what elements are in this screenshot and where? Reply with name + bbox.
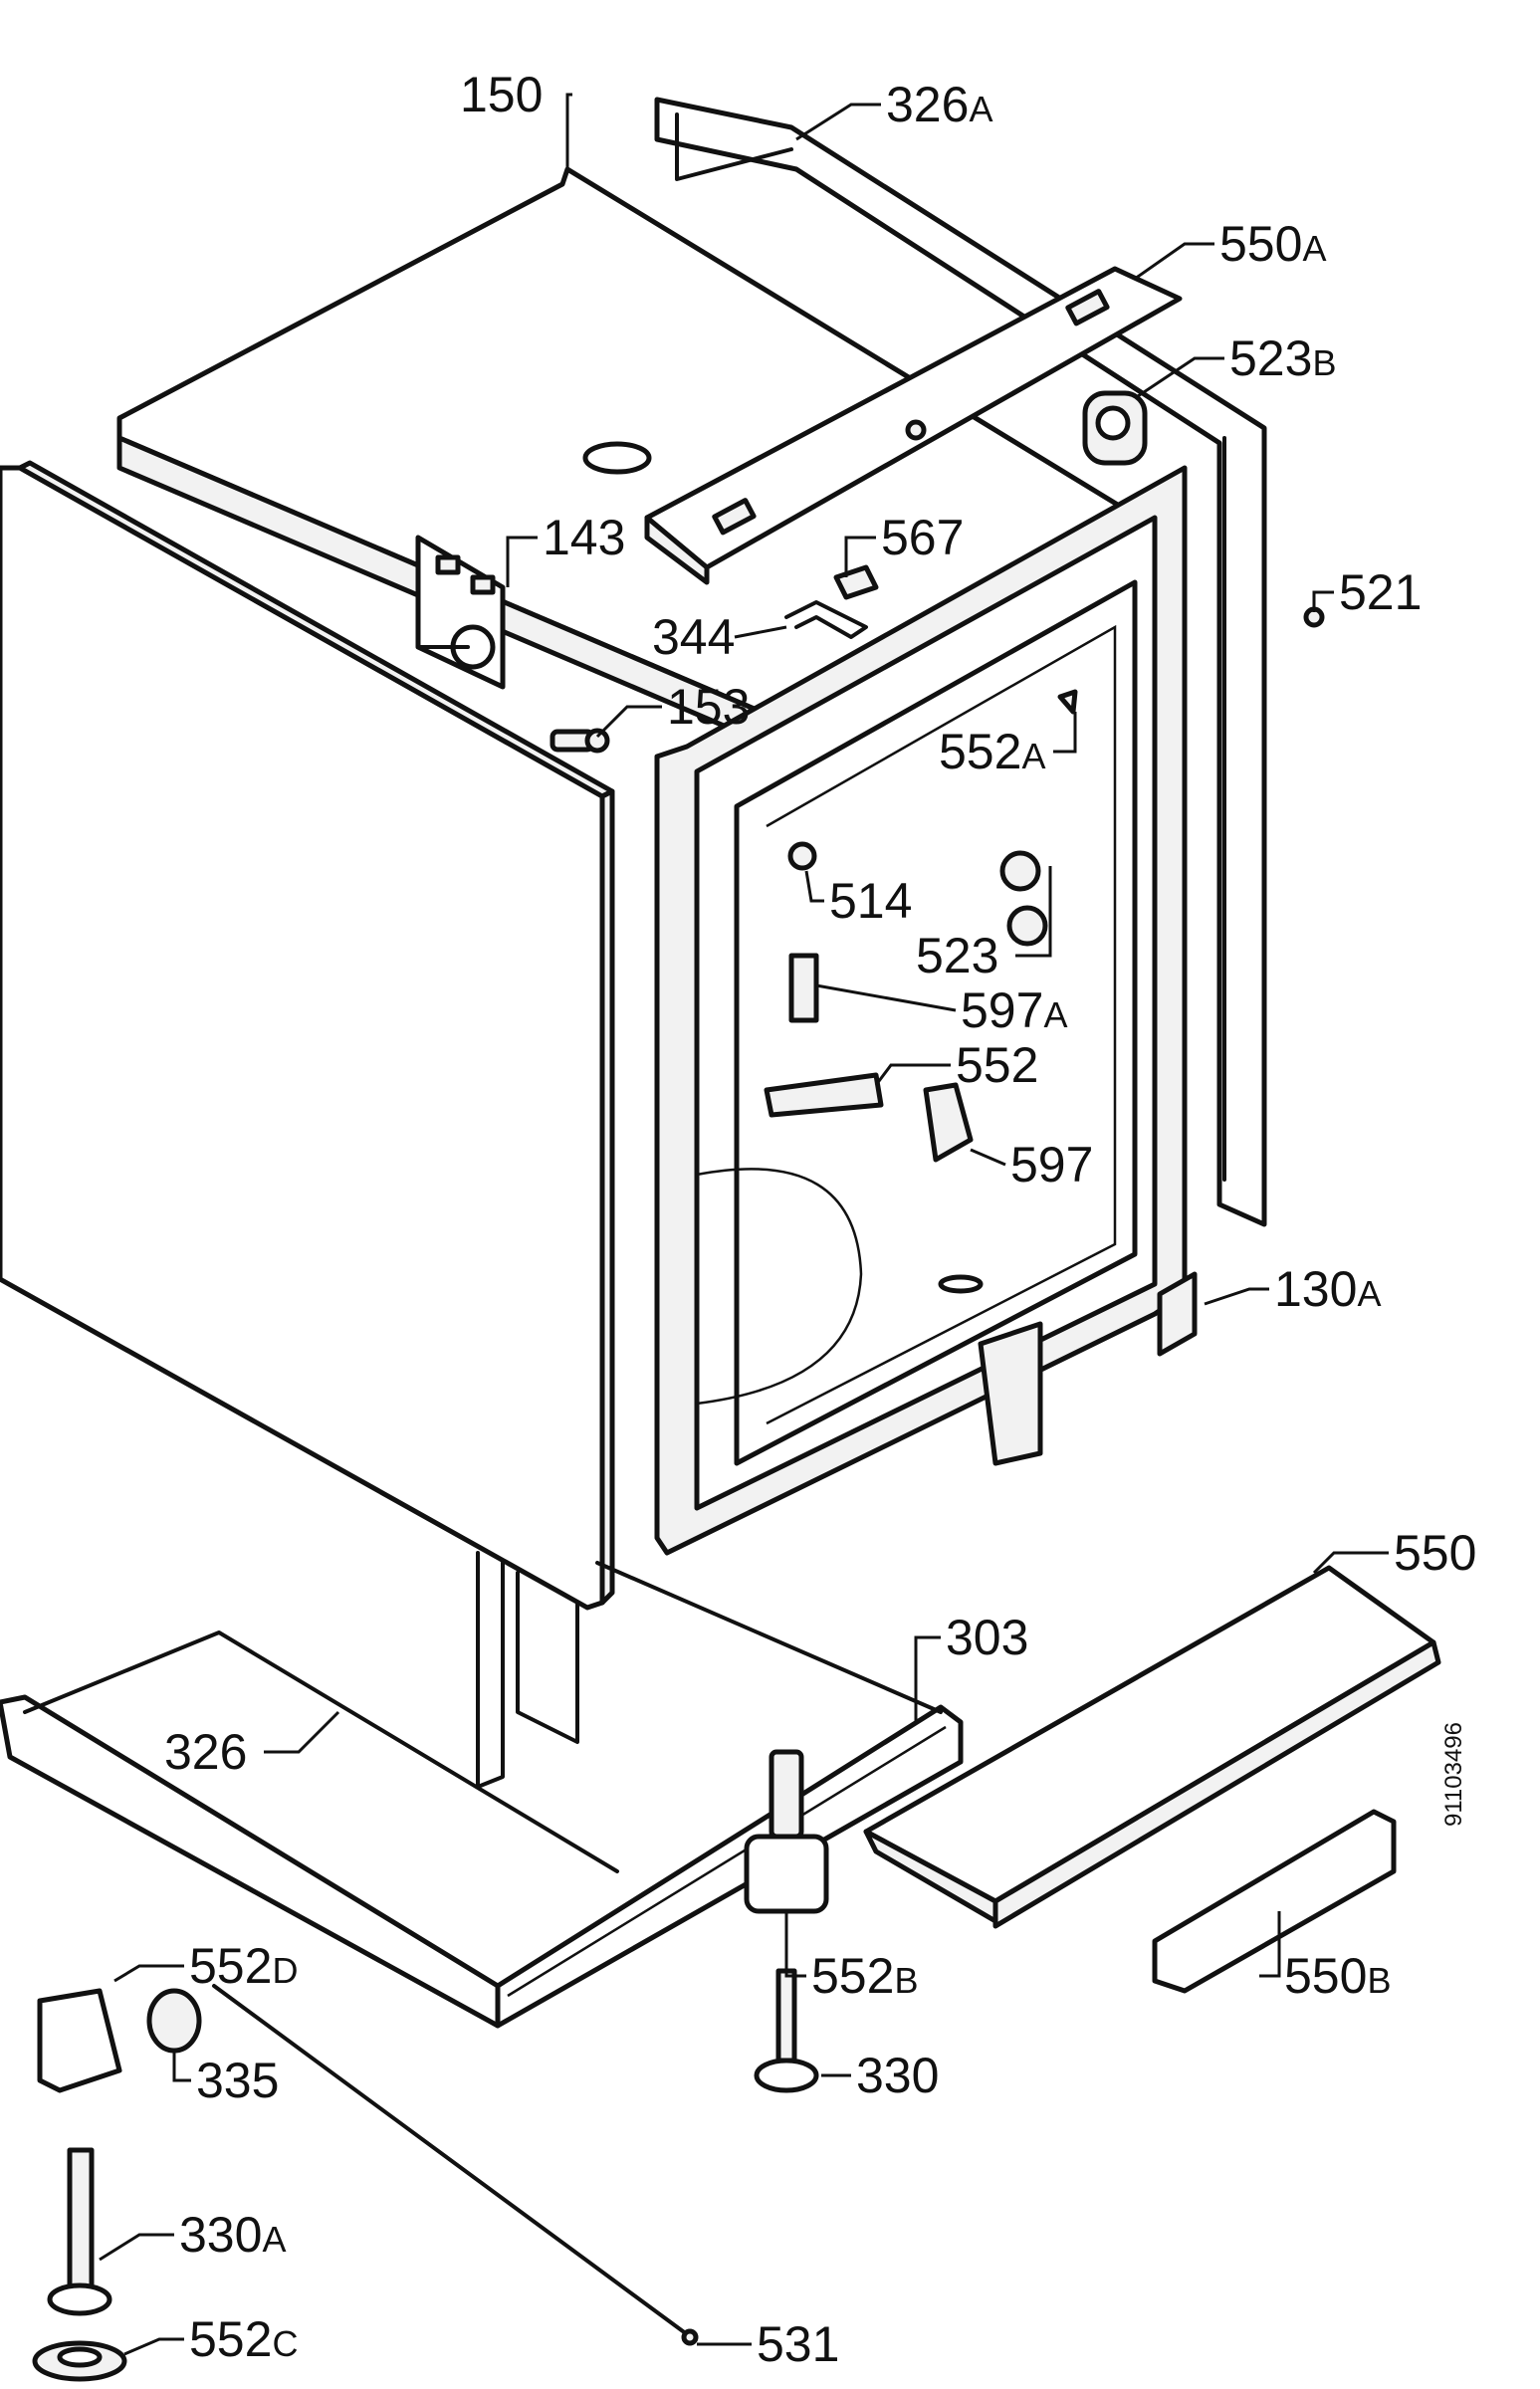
callout-523b: 523B bbox=[1229, 330, 1336, 386]
catch-597a bbox=[788, 953, 819, 1023]
roller-523b bbox=[1082, 390, 1148, 466]
callout-150: 150 bbox=[460, 67, 543, 122]
rail-552 bbox=[764, 1072, 884, 1118]
callout-330a: 330A bbox=[179, 2207, 286, 2263]
callout-567: 567 bbox=[881, 510, 964, 565]
callout-326a: 326A bbox=[886, 77, 992, 132]
callout-552d: 552D bbox=[189, 1938, 298, 1994]
callout-514: 514 bbox=[829, 873, 912, 929]
screw-330 bbox=[754, 1968, 819, 2093]
callout-552c: 552C bbox=[189, 2311, 298, 2367]
leader-lines bbox=[99, 93, 1389, 2356]
mounting-rail-550a bbox=[644, 266, 1183, 585]
adjusting-rod-531 bbox=[212, 1984, 699, 2346]
bolt-153 bbox=[550, 728, 610, 754]
callout-344: 344 bbox=[652, 609, 735, 665]
callout-153: 153 bbox=[667, 679, 750, 735]
side-panel-326 bbox=[0, 460, 615, 1789]
rollers-523 bbox=[999, 850, 1048, 947]
base-frame-303 bbox=[0, 1561, 964, 2029]
callout-335: 335 bbox=[196, 2053, 279, 2108]
callout-303: 303 bbox=[946, 1610, 1028, 1665]
foot-552d bbox=[37, 1988, 122, 2093]
callout-326: 326 bbox=[164, 1724, 247, 1780]
callout-597: 597 bbox=[1010, 1137, 1093, 1193]
callout-521: 521 bbox=[1339, 564, 1422, 620]
bumper-514 bbox=[787, 841, 817, 871]
callout-130a: 130A bbox=[1274, 1261, 1381, 1317]
callout-143: 143 bbox=[543, 510, 625, 565]
callout-552b: 552B bbox=[811, 1948, 918, 2004]
callout-531: 531 bbox=[757, 2316, 839, 2372]
spring-clip-344 bbox=[784, 600, 868, 639]
callout-550: 550 bbox=[1394, 1525, 1476, 1581]
callout-330: 330 bbox=[856, 2048, 939, 2103]
washer-552c bbox=[32, 2340, 127, 2382]
kick-plate-550 bbox=[863, 1565, 1441, 1929]
screw-552a bbox=[1057, 689, 1078, 715]
catch-597 bbox=[923, 1082, 974, 1163]
hinge-bracket-143 bbox=[415, 535, 506, 690]
screw-330a bbox=[47, 2147, 112, 2316]
callout-597a: 597A bbox=[961, 982, 1067, 1038]
callout-523: 523 bbox=[916, 928, 998, 983]
callout-550a: 550A bbox=[1219, 216, 1326, 272]
callout-550b: 550B bbox=[1284, 1948, 1391, 2004]
cabinet-frame-130a bbox=[654, 465, 1198, 1556]
figure-id: 91103496 bbox=[1440, 1722, 1467, 1827]
callout-552a: 552A bbox=[939, 724, 1045, 779]
gear-335 bbox=[146, 1988, 202, 2054]
callout-552: 552 bbox=[956, 1037, 1038, 1093]
bracket-550b bbox=[1152, 1809, 1397, 1994]
rear-panel-326a bbox=[654, 97, 1267, 1227]
